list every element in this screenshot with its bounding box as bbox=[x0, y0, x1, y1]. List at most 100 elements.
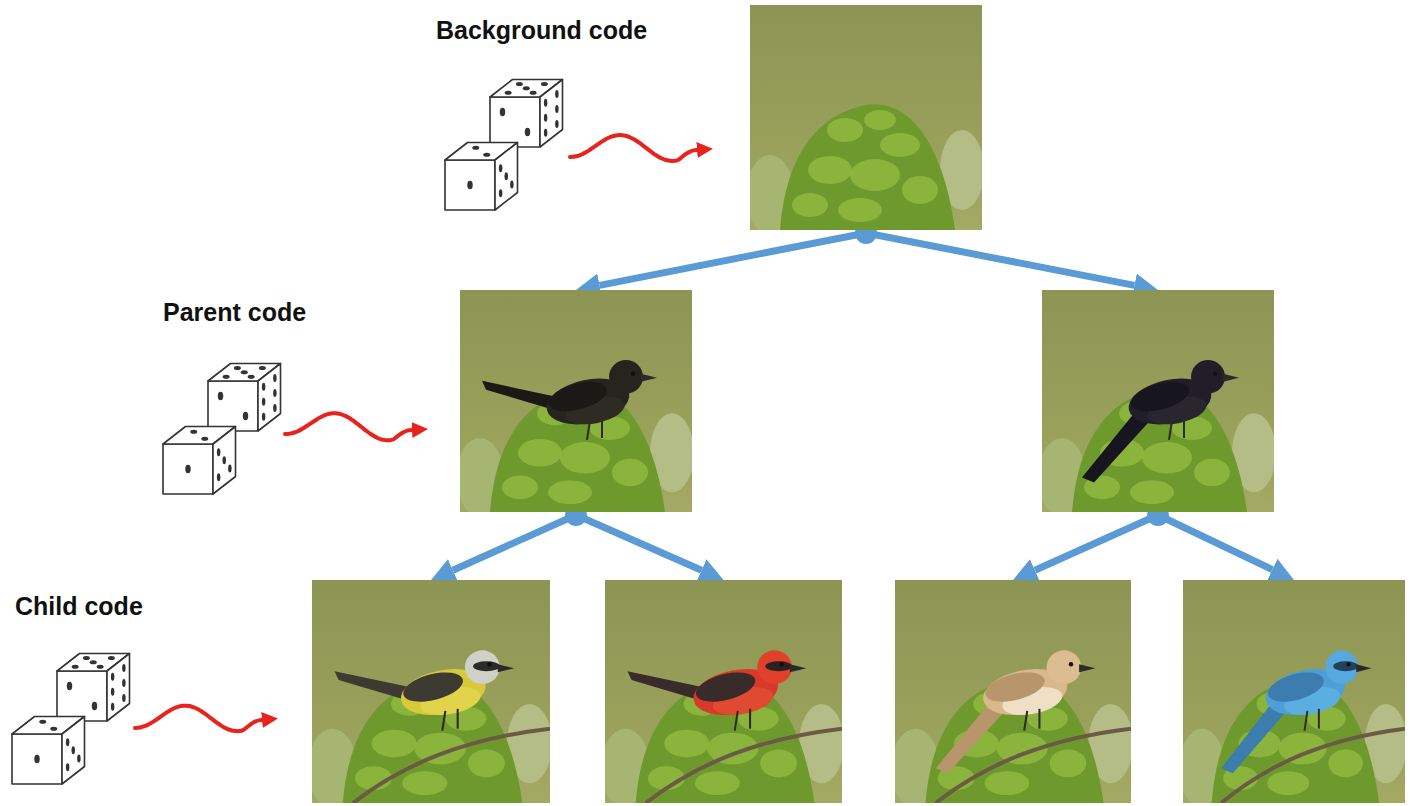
die-pip bbox=[217, 448, 221, 456]
die-pip bbox=[248, 375, 255, 379]
dice-pair bbox=[12, 654, 130, 785]
die-pip bbox=[499, 189, 503, 197]
moss-tuft bbox=[1267, 771, 1309, 795]
moss-tuft bbox=[664, 730, 709, 758]
die-pip bbox=[39, 720, 46, 724]
bird-photo bbox=[1183, 580, 1405, 803]
die-pip bbox=[273, 389, 277, 397]
photo-background bbox=[895, 580, 1131, 803]
bird-photo bbox=[895, 580, 1131, 803]
die-pip bbox=[223, 375, 230, 379]
die-face bbox=[57, 671, 107, 721]
die-pip bbox=[516, 82, 523, 86]
tree-arrow bbox=[600, 233, 866, 285]
tree-arrow bbox=[1158, 515, 1272, 570]
die-pip bbox=[505, 172, 509, 180]
die-pip bbox=[483, 153, 490, 157]
bird bbox=[335, 650, 515, 730]
child-image bbox=[605, 580, 842, 803]
die-pip bbox=[555, 120, 559, 128]
moss-mound bbox=[780, 104, 955, 230]
die-pip bbox=[108, 656, 115, 660]
wavy-arrow bbox=[135, 706, 262, 731]
die-face bbox=[163, 444, 213, 494]
moss-tuft bbox=[902, 176, 938, 204]
die-pip bbox=[544, 129, 548, 137]
bird bbox=[627, 650, 806, 730]
die-pip bbox=[92, 702, 98, 711]
moss-tuft bbox=[808, 156, 852, 184]
die-face bbox=[258, 364, 281, 432]
moss-tuft bbox=[502, 475, 538, 499]
bird-photo bbox=[312, 580, 550, 803]
parent-image bbox=[1042, 290, 1274, 512]
level-label: Background code bbox=[436, 16, 647, 45]
dice-pair bbox=[163, 364, 281, 495]
die-pip bbox=[241, 370, 248, 374]
wavy-arrow bbox=[285, 413, 412, 440]
photo-background bbox=[605, 580, 842, 803]
child-image bbox=[312, 580, 550, 803]
die-face bbox=[445, 160, 495, 210]
die-face bbox=[213, 427, 236, 495]
die-pip bbox=[555, 90, 559, 98]
die-pip bbox=[262, 398, 266, 406]
moss-tuft bbox=[612, 459, 648, 487]
die-pip bbox=[111, 703, 115, 711]
die-face bbox=[107, 654, 130, 722]
die-pip bbox=[72, 665, 79, 669]
moss-tuft bbox=[1130, 480, 1174, 504]
die-pip bbox=[83, 656, 90, 660]
child-image bbox=[895, 580, 1131, 803]
die-icon bbox=[490, 80, 563, 148]
parent-image bbox=[460, 290, 692, 512]
die-pip bbox=[544, 114, 548, 122]
moss-tuft bbox=[695, 771, 740, 795]
die-icon bbox=[57, 654, 130, 722]
die-pip bbox=[67, 682, 73, 691]
die-pip bbox=[555, 105, 559, 113]
die-face bbox=[208, 381, 258, 431]
die-pip bbox=[72, 746, 76, 754]
die-face bbox=[495, 143, 518, 211]
moss-tuft bbox=[402, 771, 447, 795]
moss-tuft bbox=[827, 118, 863, 142]
wavy-arrow bbox=[570, 135, 697, 161]
die-pip bbox=[122, 664, 126, 672]
die-pip bbox=[111, 688, 115, 696]
photo-background bbox=[750, 5, 982, 230]
die-pip bbox=[510, 180, 514, 188]
moss-tuft bbox=[985, 771, 1030, 795]
branch bbox=[353, 729, 550, 803]
die-pip bbox=[505, 91, 512, 95]
moss-tuft bbox=[1328, 749, 1362, 777]
die-icon bbox=[12, 717, 85, 785]
die-pip bbox=[541, 82, 548, 86]
bird bbox=[482, 360, 657, 440]
die-pip bbox=[544, 99, 548, 107]
photo-background bbox=[1042, 290, 1274, 512]
die-pip bbox=[218, 392, 224, 401]
die-pip bbox=[273, 404, 277, 412]
bird bbox=[1221, 650, 1371, 773]
die-pip bbox=[525, 128, 531, 137]
tree-arrow bbox=[1035, 515, 1158, 570]
die-pip bbox=[111, 673, 115, 681]
die-pip bbox=[34, 755, 40, 764]
level-label: Parent code bbox=[163, 298, 306, 327]
moss-tuft bbox=[1142, 442, 1192, 474]
tree-arrow bbox=[576, 515, 702, 570]
bird-photo bbox=[1042, 290, 1274, 512]
bird bbox=[936, 650, 1096, 773]
die-pip bbox=[500, 108, 506, 117]
bird-photo bbox=[460, 290, 692, 512]
moss-tuft bbox=[548, 480, 592, 504]
bird-photo bbox=[605, 580, 842, 803]
moss-tuft bbox=[850, 159, 900, 191]
die-pip bbox=[50, 727, 57, 731]
die-pip bbox=[185, 465, 191, 474]
branch bbox=[646, 729, 842, 803]
die-pip bbox=[234, 366, 241, 370]
moss-tuft bbox=[864, 110, 896, 130]
